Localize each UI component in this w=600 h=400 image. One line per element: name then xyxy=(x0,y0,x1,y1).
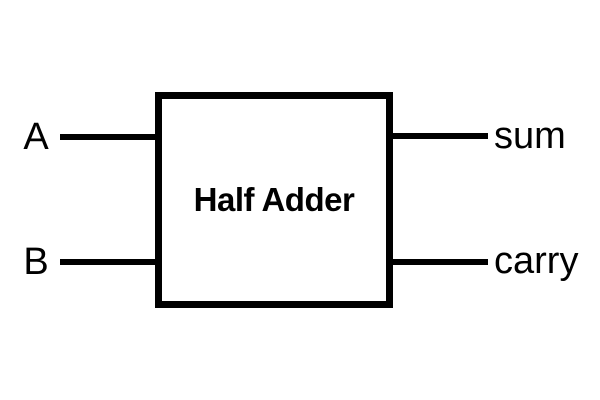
output-wire-sum xyxy=(389,133,488,139)
half-adder-block: Half Adder xyxy=(155,92,393,308)
input-label-b: B xyxy=(23,241,49,283)
input-wire-b xyxy=(60,259,158,265)
input-label-a: A xyxy=(23,116,49,158)
output-label-carry: carry xyxy=(494,240,579,282)
output-label-sum: sum xyxy=(494,115,566,157)
input-wire-a xyxy=(60,134,158,140)
output-wire-carry xyxy=(389,259,488,265)
block-title: Half Adder xyxy=(193,181,355,218)
